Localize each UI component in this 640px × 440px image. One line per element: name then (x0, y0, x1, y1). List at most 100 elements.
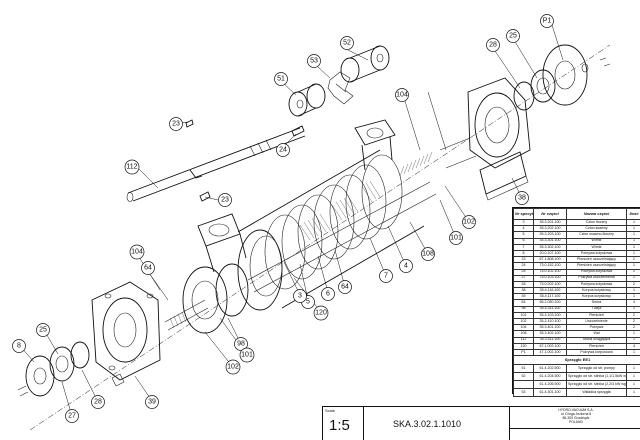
bom-cell-qty: 1 (627, 365, 640, 373)
bom-cell-qty: 1 (627, 381, 640, 389)
pump-stage-stack (198, 120, 436, 310)
svg-text:108: 108 (422, 251, 434, 258)
svg-text:P1: P1 (543, 18, 552, 25)
balloon: 53 (308, 55, 321, 68)
balloon: 64 (142, 262, 155, 275)
svg-text:98: 98 (237, 341, 245, 348)
balloon: P1 (541, 15, 554, 28)
svg-text:5: 5 (306, 299, 310, 306)
svg-text:25: 25 (509, 33, 517, 40)
coupling-parts (289, 46, 389, 116)
title-divider (509, 428, 640, 429)
bom-cell-part-no: 61.4.202.500 (534, 365, 567, 373)
svg-text:102: 102 (227, 364, 239, 371)
balloon: 101 (240, 348, 254, 362)
bom-section-label: Sprzęgło EE1 (514, 356, 640, 365)
bill-of-materials: Nr specyf. Nr części Nazwa części Ilość … (512, 207, 640, 394)
bom-cell-part-name: Sprzęgło od str. pompy (567, 365, 627, 373)
svg-text:4: 4 (404, 263, 408, 270)
balloon: 23 (170, 118, 183, 131)
svg-text:102: 102 (463, 219, 475, 226)
balloon: 4 (400, 260, 413, 273)
scale-box: Scale 1:5 (323, 407, 364, 440)
bom-section-row: Sprzęgło EE1 (514, 356, 640, 365)
svg-text:3: 3 (298, 293, 302, 300)
bom-header-row: Nr specyf. Nr części Nazwa części Ilość (514, 209, 640, 220)
leader-lines (20, 25, 563, 416)
title-divider (509, 407, 510, 440)
bom-cell-spec: 52 (514, 373, 534, 381)
bom-cell-spec: 51 (514, 365, 534, 373)
company-address: HYDRO-VACUUM S.A. ul. Droga Jeziorna 8 8… (513, 408, 639, 424)
svg-text:23: 23 (172, 121, 180, 128)
bom-cell-part-no: 61.4.301.100 (534, 389, 567, 397)
svg-text:24: 24 (279, 147, 287, 154)
scale-value: 1:5 (329, 417, 350, 434)
svg-text:51: 51 (277, 76, 285, 83)
balloon: 8 (13, 340, 26, 353)
balloon: 28 (487, 39, 500, 52)
bom-cell-part-name: Sprzęgło od str. silnika (1,1/1,5kW wg. … (567, 373, 627, 381)
svg-text:104: 104 (131, 249, 143, 256)
svg-text:104: 104 (396, 92, 408, 99)
bearing-housing-left (92, 282, 160, 380)
company-country: POLAND (513, 420, 639, 424)
bom-col-part-name: Nazwa części (567, 209, 627, 220)
balloon: 102 (226, 360, 240, 374)
bom-cell-spec: 53 (514, 389, 534, 397)
svg-text:52: 52 (343, 40, 351, 47)
svg-text:8: 8 (17, 343, 21, 350)
keys (186, 120, 304, 201)
svg-text:64: 64 (341, 284, 349, 291)
balloon: 101 (450, 232, 463, 245)
balloon: 3 (294, 290, 307, 303)
balloon: 51 (275, 73, 288, 86)
seal-assembly-left (165, 264, 248, 333)
bom-cell-qty: 1 (627, 389, 640, 397)
title-block: Scale 1:5 SKA.3.02.1.1010 HYDRO-VACUUM S… (322, 406, 640, 440)
svg-text:53: 53 (310, 58, 318, 65)
bom-col-qty: Ilość (627, 209, 640, 220)
bom-cell-part-name: Wkładka sprzęgła (567, 389, 627, 397)
end-cover-right (514, 45, 610, 110)
balloon: 39 (146, 396, 159, 409)
balloon: 7 (380, 270, 393, 283)
balloon: 38 (516, 192, 529, 205)
scale-caption: Scale (325, 408, 335, 413)
bom-cell-spec (514, 381, 534, 389)
balloon: 25 (507, 30, 520, 43)
balloon: 104 (396, 89, 409, 102)
balloon: 120 (314, 306, 328, 320)
svg-text:120: 120 (315, 310, 327, 317)
svg-text:112: 112 (126, 164, 137, 171)
balloon: 104 (130, 245, 144, 259)
drawing-number: SKA.3.02.1.1010 (393, 419, 461, 429)
svg-text:101: 101 (450, 235, 462, 242)
svg-text:38: 38 (518, 195, 526, 202)
shaft-part (127, 128, 305, 202)
bom-col-spec: Nr specyf. (514, 209, 534, 220)
balloon: 108 (422, 248, 435, 261)
balloon: 6 (322, 288, 335, 301)
svg-text:25: 25 (39, 327, 47, 334)
bearing-housing-right (400, 78, 530, 200)
balloon: 24 (277, 144, 290, 157)
bom-cell-part-no: 61.4.206.500 (534, 381, 567, 389)
balloon: 27 (66, 410, 79, 423)
svg-text:27: 27 (68, 413, 76, 420)
svg-text:28: 28 (94, 399, 102, 406)
balloon: 64 (339, 281, 352, 294)
callout-balloons: P1 25 28 52 53 51 104 23 24 112 23 38 10… (13, 15, 554, 423)
balloon: 28 (92, 396, 105, 409)
svg-text:6: 6 (326, 291, 330, 298)
balloon: 112 (125, 160, 139, 174)
bom-cell-part-no: 61.4.204.500 (534, 373, 567, 381)
svg-text:7: 7 (384, 273, 388, 280)
balloon: 52 (341, 37, 354, 50)
bom-col-part-no: Nr części (534, 209, 567, 220)
